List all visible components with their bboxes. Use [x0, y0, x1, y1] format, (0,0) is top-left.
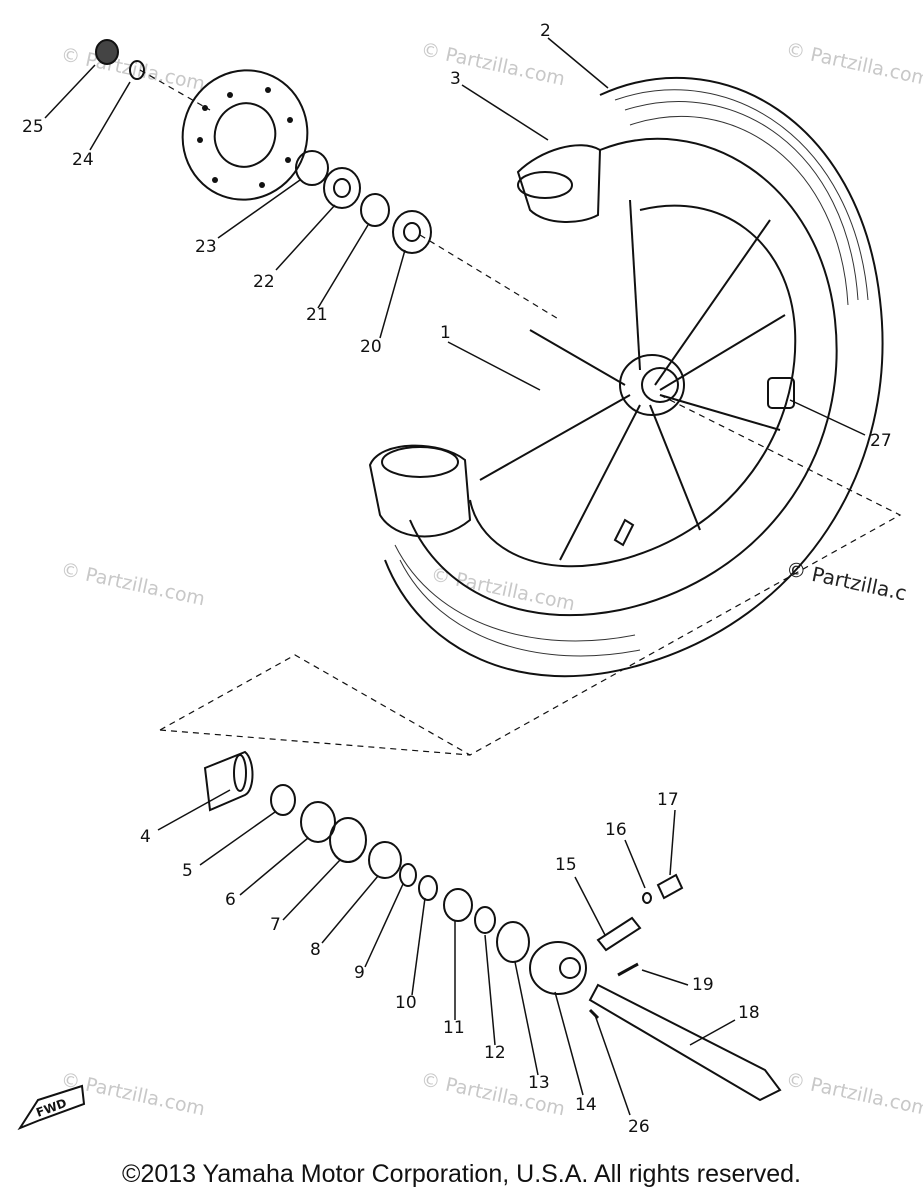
washer-24: [129, 60, 145, 80]
hub-parts-group: [203, 750, 782, 1102]
label-part-13: 13: [528, 1073, 550, 1093]
copyright-notice: ©2013 Yamaha Motor Corporation, U.S.A. A…: [122, 1160, 801, 1188]
label-part-25: 25: [22, 117, 44, 137]
label-part-22: 22: [253, 272, 275, 292]
wheel-axle-18: [588, 983, 782, 1102]
circlip-7: [329, 817, 367, 863]
arrow-left-icon: [17, 1084, 86, 1131]
label-part-3: 3: [450, 69, 461, 89]
label-part-11: 11: [443, 1018, 465, 1038]
bearing-6: [300, 801, 336, 843]
label-part-23: 23: [195, 237, 217, 257]
assembly-guide-lines: [139, 69, 902, 756]
gear-15: [596, 916, 642, 952]
label-part-27: 27: [870, 431, 892, 451]
watermark: © Partzilla.com: [419, 38, 567, 90]
wheel-hub: [619, 354, 685, 416]
screw-26: [588, 1008, 600, 1020]
tire-inner-edge: [409, 137, 838, 617]
brake-disc-holes: [197, 87, 293, 188]
watermarks: © Partzilla.com © Partzilla.com © Partzi…: [59, 38, 923, 1120]
watermark: © Partzilla.com: [59, 43, 207, 95]
balance-weight: [767, 377, 795, 409]
tire-section-bottom-opening: [381, 446, 459, 478]
label-part-6: 6: [225, 890, 236, 910]
bearing-22-bore: [333, 178, 351, 198]
drive-gear-11: [443, 888, 473, 922]
washer-10: [418, 875, 438, 901]
bearing-20: [392, 210, 432, 254]
leader-lines: [44, 37, 866, 1116]
tire-section-top-opening: [517, 171, 573, 199]
screw-19: [617, 962, 639, 977]
label-part-16: 16: [605, 820, 627, 840]
label-part-15: 15: [555, 855, 577, 875]
tire-outer-edge: [384, 77, 884, 678]
bearing-22: [323, 167, 361, 209]
label-part-24: 24: [72, 150, 94, 170]
oil-seal-13: [496, 921, 530, 963]
watermark: © Partzilla.com: [59, 558, 207, 610]
rim-edge: [469, 204, 797, 568]
label-part-18: 18: [738, 1003, 760, 1023]
bearing-20-bore: [403, 222, 421, 242]
tire-section-bottom: [368, 444, 472, 538]
brake-disc-group: [95, 39, 432, 254]
nut-25: [95, 39, 119, 65]
label-part-1: 1: [440, 323, 451, 343]
part-number-labels: 2 3 25 24 23 22 21 20 1 27 4 5 6 7 8 9 1…: [22, 21, 892, 1137]
spacer-4: [203, 750, 254, 812]
label-part-21: 21: [306, 305, 328, 325]
meter-gear-housing-14: [529, 941, 587, 995]
label-part-8: 8: [310, 940, 321, 960]
label-part-4: 4: [140, 827, 151, 847]
label-part-2: 2: [540, 21, 551, 41]
bushing-17: [656, 873, 684, 900]
label-part-14: 14: [575, 1095, 597, 1115]
hub-bore: [641, 367, 679, 403]
label-part-26: 26: [628, 1117, 650, 1137]
watermark: © Partzilla.com: [784, 38, 923, 90]
label-part-17: 17: [657, 790, 679, 810]
valve-stem: [613, 518, 635, 547]
tire-section-top: [516, 144, 602, 223]
housing-14-bore: [559, 957, 581, 979]
spacer-4-end: [233, 754, 247, 792]
brake-disc-center: [213, 102, 277, 168]
oil-seal-23: [295, 150, 329, 186]
forward-direction-badge: FWD: [17, 1084, 86, 1131]
label-part-9: 9: [354, 963, 365, 983]
label-part-10: 10: [395, 993, 417, 1013]
washer-9: [399, 863, 417, 887]
washer-12: [474, 906, 496, 934]
label-part-5: 5: [182, 861, 193, 881]
tire-tread-lines: [394, 89, 869, 657]
label-part-7: 7: [270, 915, 281, 935]
brake-disc: [181, 69, 309, 201]
label-part-20: 20: [360, 337, 382, 357]
wheel-spokes: [479, 199, 786, 561]
spacer-21: [360, 193, 390, 227]
label-part-12: 12: [484, 1043, 506, 1063]
watermark: © Partzilla.com: [784, 1068, 923, 1120]
wheel-assembly: [368, 77, 884, 678]
collar-5: [270, 784, 296, 816]
label-part-19: 19: [692, 975, 714, 995]
gear-unit-8: [368, 841, 402, 879]
o-ring-16: [642, 892, 652, 904]
